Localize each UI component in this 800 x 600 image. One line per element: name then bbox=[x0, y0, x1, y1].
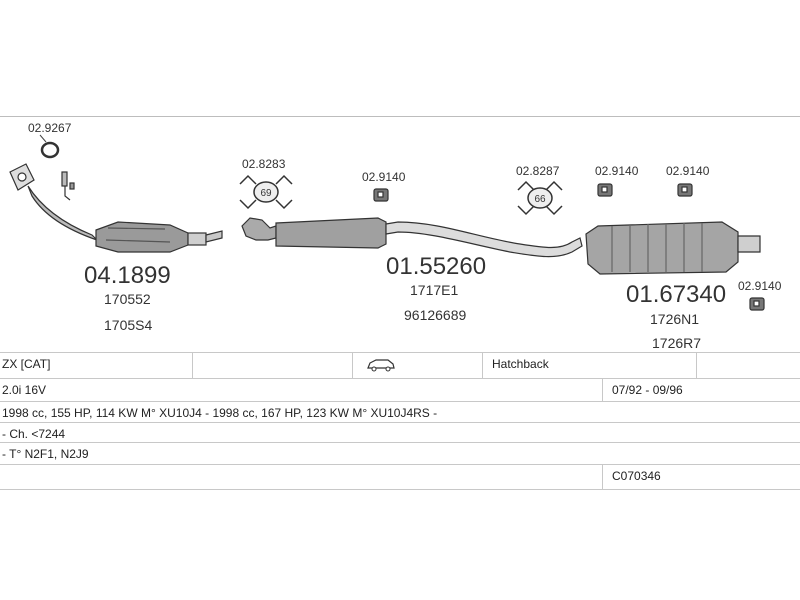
section-ref: 1726R7 bbox=[652, 335, 701, 351]
part-code-label: 02.8283 bbox=[242, 157, 286, 171]
engine-cell: 2.0i 16V bbox=[2, 383, 47, 397]
rubber-hanger-icon bbox=[677, 183, 693, 197]
part-code-label: 02.9140 bbox=[738, 279, 782, 293]
rubber-hanger-icon bbox=[749, 297, 765, 311]
rubber-hanger-icon bbox=[373, 188, 389, 202]
top-divider bbox=[0, 116, 800, 117]
section-ref: 96126689 bbox=[404, 307, 467, 323]
section-ref: 1726N1 bbox=[650, 311, 699, 327]
table-row: ZX [CAT] Hatchback bbox=[0, 352, 800, 379]
part-code-label: 02.9140 bbox=[595, 164, 639, 178]
catalytic-converter-pipe bbox=[9, 163, 223, 253]
table-row: 1998 cc, 155 HP, 114 KW M° XU10J4 - 1998… bbox=[0, 402, 800, 423]
vehicle-spec-table: ZX [CAT] Hatchback 2.0i 16V 07/92 - 09/9… bbox=[0, 352, 800, 490]
catalog-code-cell: C070346 bbox=[612, 469, 661, 483]
part-code-label: 02.8287 bbox=[516, 164, 560, 178]
rubber-hanger-icon bbox=[597, 183, 613, 197]
clamp-icon: 69 bbox=[239, 174, 293, 210]
gasket-ring-icon bbox=[39, 134, 60, 159]
section-code: 01.55260 bbox=[386, 253, 486, 280]
section-ref: 1705S4 bbox=[104, 317, 152, 333]
part-code-label: 02.9267 bbox=[28, 121, 72, 135]
model-cell: ZX [CAT] bbox=[2, 357, 51, 371]
table-row: 2.0i 16V 07/92 - 09/96 bbox=[0, 379, 800, 402]
chassis-cell: - Ch. <7244 bbox=[2, 427, 66, 441]
body-type-cell: Hatchback bbox=[492, 357, 549, 371]
years-cell: 07/92 - 09/96 bbox=[612, 383, 683, 397]
rear-silencer bbox=[585, 221, 761, 275]
table-row: C070346 bbox=[0, 465, 800, 490]
engine-details-cell: 1998 cc, 155 HP, 114 KW M° XU10J4 - 1998… bbox=[2, 406, 438, 420]
section-code: 04.1899 bbox=[84, 262, 171, 289]
section-ref: 1717E1 bbox=[410, 282, 458, 298]
clamp-size-label: 66 bbox=[534, 194, 546, 205]
lambda-sensor-icon bbox=[61, 171, 75, 201]
middle-silencer bbox=[241, 217, 583, 258]
table-row: - Ch. <7244 bbox=[0, 423, 800, 443]
section-code: 01.67340 bbox=[626, 281, 726, 308]
clamp-size-label: 69 bbox=[260, 188, 272, 199]
table-row: - T° N2F1, N2J9 bbox=[0, 443, 800, 465]
section-ref: 170552 bbox=[104, 291, 151, 307]
part-code-label: 02.9140 bbox=[666, 164, 710, 178]
car-icon bbox=[366, 358, 396, 375]
type-codes-cell: - T° N2F1, N2J9 bbox=[2, 447, 89, 461]
clamp-icon: 66 bbox=[517, 180, 563, 216]
part-code-label: 02.9140 bbox=[362, 170, 406, 184]
